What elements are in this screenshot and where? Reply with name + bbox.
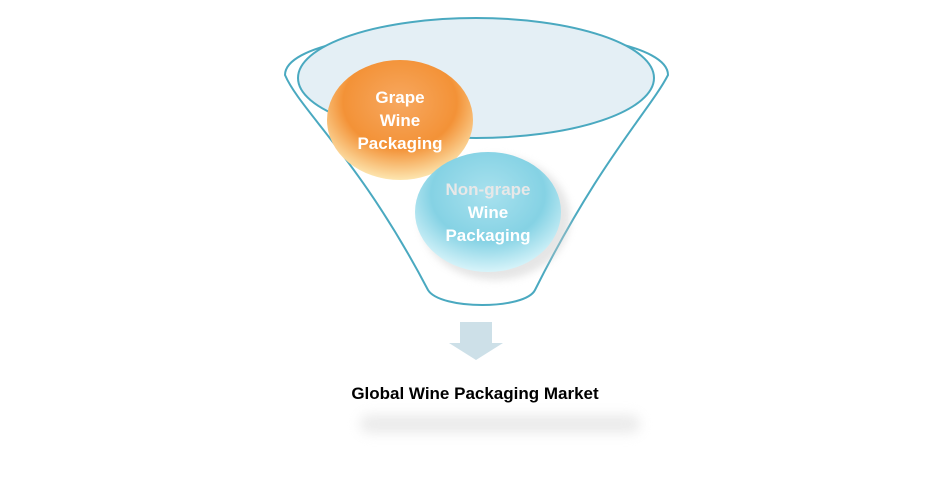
- label-line: Wine: [379, 111, 421, 130]
- label-line: Non-grape: [445, 180, 531, 199]
- label-line: Packaging: [445, 226, 531, 245]
- grape-bubble: [327, 60, 473, 180]
- down-arrow-icon: [449, 322, 503, 360]
- label-line: Wine: [467, 203, 509, 222]
- label-line: Grape: [375, 88, 425, 107]
- non-grape-label: Non-grape Wine Packaging: [428, 178, 548, 247]
- title-shadow: [360, 415, 640, 433]
- output-title: Global Wine Packaging Market: [351, 384, 599, 403]
- grape-label: Grape Wine Packaging: [340, 86, 460, 155]
- label-line: Packaging: [357, 134, 443, 153]
- non-grape-bubble: [415, 152, 561, 272]
